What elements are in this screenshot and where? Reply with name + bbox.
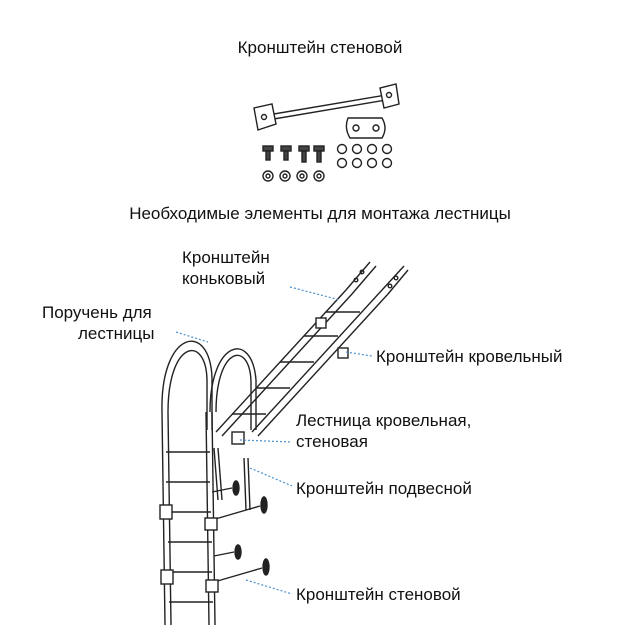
nuts-row (262, 170, 325, 182)
label-ridge-bracket-1: Кронштейн (182, 248, 270, 267)
bolts (262, 145, 325, 163)
page-subtitle: Необходимые элементы для монтажа лестниц… (129, 204, 511, 223)
page-title: Кронштейн стеновой (237, 38, 403, 57)
washers-grid (336, 143, 393, 169)
bracket-plate (345, 117, 386, 139)
label-ridge-bracket-2: коньковый (182, 269, 266, 288)
label-hanging-bracket: Кронштейн подвесной (296, 479, 472, 498)
label-ladder-2: стеновая (296, 432, 368, 451)
label-ladder-1: Лестница кровельная, (296, 411, 472, 430)
leader-lines (175, 286, 373, 595)
label-handrail-1: Поручень для (42, 303, 152, 322)
wall-bracket-kit (253, 83, 400, 182)
label-handrail-2: лестницы (78, 324, 155, 343)
ladder (159, 261, 409, 626)
label-wall-bracket: Кронштейн стеновой (296, 585, 461, 604)
bracket-rod (253, 83, 400, 131)
label-roof-bracket: Кронштейн кровельный (376, 347, 563, 366)
